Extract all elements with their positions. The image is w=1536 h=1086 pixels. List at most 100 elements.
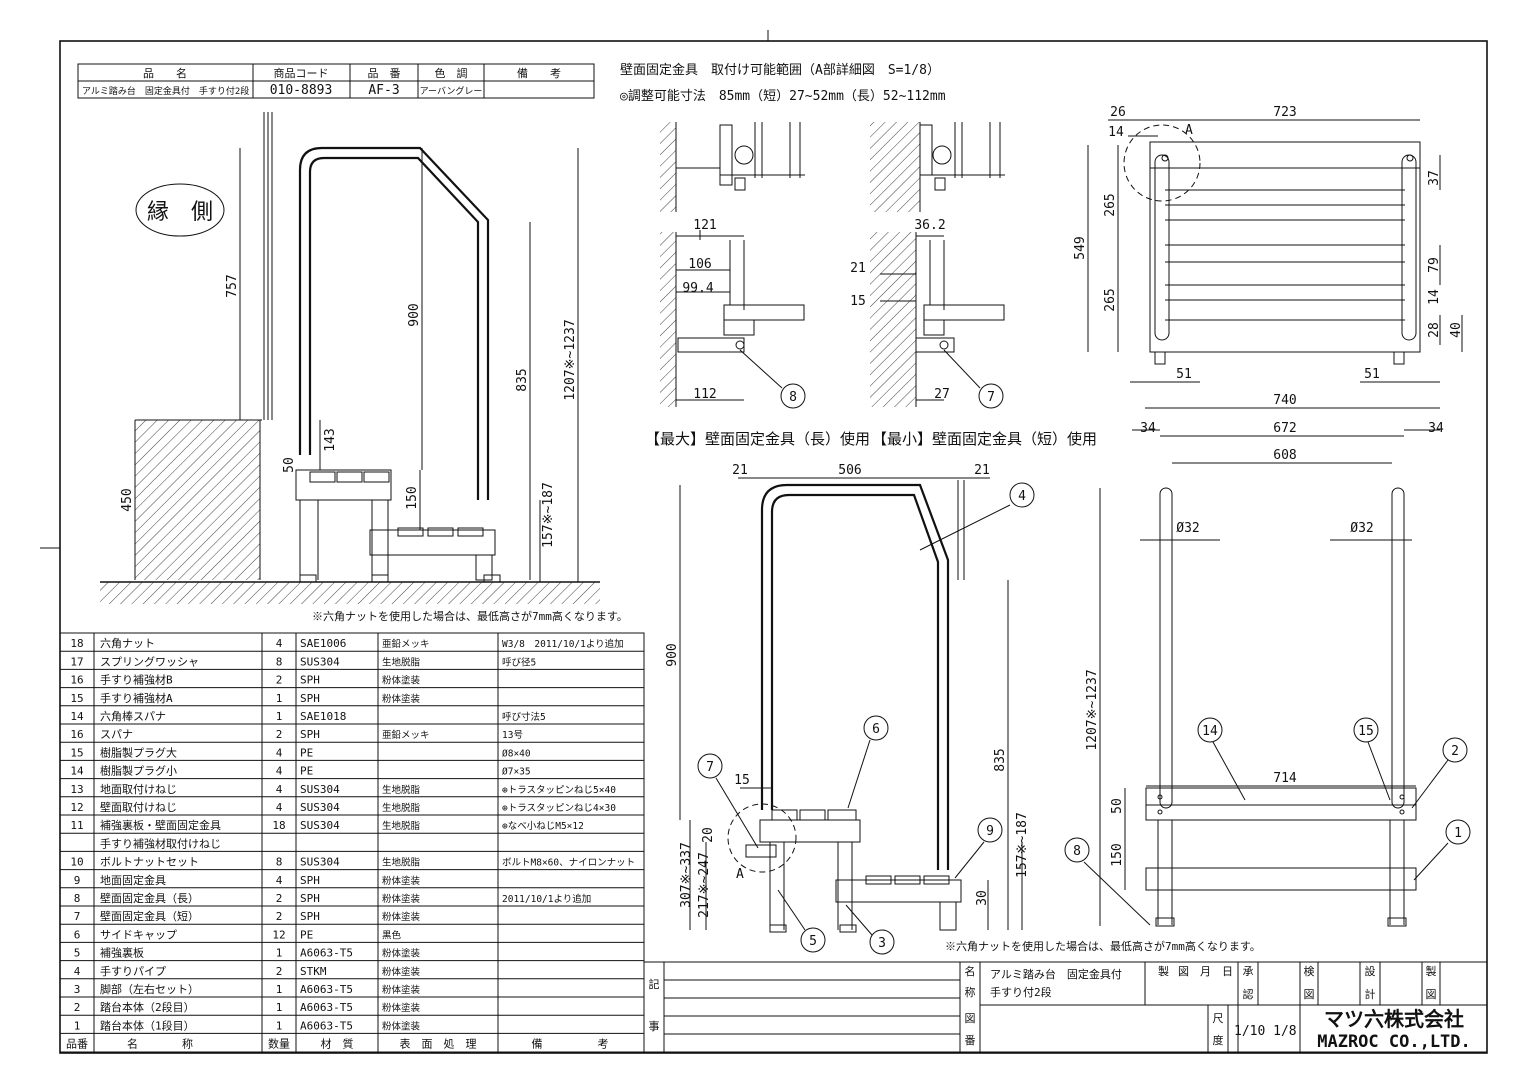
parts-cell-note: ⊕トラスタッピンねじ4×30 <box>502 803 616 814</box>
parts-cell-qty: 1 <box>276 710 283 723</box>
svg-text:6: 6 <box>872 722 880 737</box>
detail-min: 36.2 21 15 27 7 【最小】壁面固定金具（短）使用 <box>850 122 1097 448</box>
svg-text:1207※~1237: 1207※~1237 <box>1085 669 1100 750</box>
parts-cell-no: 10 <box>70 856 83 869</box>
svg-text:900: 900 <box>407 303 422 326</box>
svg-text:79: 79 <box>1427 257 1442 273</box>
front-view: 34 672 34 608 Ø32 Ø32 714 50 150 1207※~1… <box>945 421 1471 953</box>
plan-label-a: A <box>1185 123 1193 138</box>
svg-text:名: 名 <box>965 964 976 978</box>
header-note-1: 壁面固定金具 取付け可能範囲（A部詳細図 S=1/8） <box>620 62 940 78</box>
parts-cell-qty: 4 <box>276 801 283 814</box>
parts-cell-name: 壁面固定金具（長） <box>100 891 199 905</box>
scale-value: 1/10 1/8 <box>1234 1024 1297 1039</box>
svg-text:記: 記 <box>649 977 660 991</box>
parts-cell-no: 14 <box>70 710 84 723</box>
parts-cell-material: SUS304 <box>300 801 340 814</box>
parts-cell-qty: 1 <box>276 947 283 960</box>
svg-text:50: 50 <box>282 457 297 473</box>
parts-cell-qty: 8 <box>276 856 283 869</box>
parts-cell-qty: 2 <box>276 965 283 978</box>
parts-cell-note: ボルトM8×60、ナイロンナット <box>502 858 635 869</box>
title-block: 品 名 商品コード 品 番 色 調 備 考 アルミ踏み台 固定金具付 手すり付2… <box>77 63 595 99</box>
svg-text:14: 14 <box>1427 289 1442 305</box>
svg-text:称: 称 <box>965 985 976 999</box>
svg-text:製: 製 <box>1426 964 1437 978</box>
parts-cell-qty: 4 <box>276 874 283 887</box>
parts-cell-no: 1 <box>74 1019 81 1032</box>
parts-cell-material: SAE1006 <box>300 637 346 650</box>
svg-text:8: 8 <box>1073 844 1081 859</box>
parts-cell-name: 手すりパイプ <box>100 964 166 978</box>
parts-cell-material: SUS304 <box>300 819 340 832</box>
parts-cell-finish: 生地脱脂 <box>382 802 421 814</box>
parts-cell-qty: 1 <box>276 692 283 705</box>
company-name-en: MAZROC CO.,LTD. <box>1317 1032 1471 1052</box>
company-name-jp: マツ六株式会社 <box>1324 1007 1464 1031</box>
parts-cell-finish: 粉体塗装 <box>382 693 421 705</box>
svg-text:112: 112 <box>693 387 716 402</box>
title-header-remarks: 備 考 <box>517 67 561 80</box>
svg-text:計: 計 <box>1365 987 1376 1001</box>
parts-cell-finish: 粉体塗装 <box>382 1020 421 1032</box>
parts-cell-no: 6 <box>74 928 81 941</box>
parts-cell-name: 手すり補強材取付けねじ <box>100 836 221 850</box>
svg-text:51: 51 <box>1364 367 1380 382</box>
svg-text:723: 723 <box>1273 105 1296 120</box>
parts-cell-finish: 生地脱脂 <box>382 656 421 668</box>
parts-cell-material: A6063-T5 <box>300 983 353 996</box>
parts-cell-no: 15 <box>70 692 83 705</box>
parts-footer-label: 名 称 <box>127 1037 193 1051</box>
parts-cell-name: 樹脂製プラグ大 <box>100 745 177 759</box>
parts-cell-finish: 亜鉛メッキ <box>382 729 430 741</box>
svg-text:34: 34 <box>1428 421 1444 436</box>
parts-cell-material: PE <box>300 765 313 778</box>
parts-cell-finish: 亜鉛メッキ <box>382 638 430 650</box>
parts-cell-material: PE <box>300 928 313 941</box>
parts-cell-qty: 1 <box>276 1019 283 1032</box>
center-label-a: A <box>736 867 744 882</box>
parts-cell-note: 呼び径5 <box>502 656 536 668</box>
parts-cell-finish: 粉体塗装 <box>382 1002 421 1014</box>
parts-cell-material: SPH <box>300 874 320 887</box>
svg-text:740: 740 <box>1273 393 1296 408</box>
parts-cell-finish: 黒色 <box>382 929 402 941</box>
parts-cell-qty: 4 <box>276 746 283 759</box>
color-value: アーバングレー <box>420 85 483 97</box>
parts-cell-name: 補強裏板 <box>100 946 144 960</box>
product-code: 010-8893 <box>270 83 333 98</box>
drawing-frame <box>59 40 1488 1054</box>
svg-text:15: 15 <box>850 294 866 309</box>
parts-cell-name: ボルトナットセット <box>100 856 199 869</box>
parts-cell-name: 六角棒スパナ <box>100 709 166 723</box>
parts-cell-no: 2 <box>74 1001 81 1014</box>
parts-cell-name: 地面固定金具 <box>100 873 166 887</box>
svg-text:37: 37 <box>1427 170 1442 186</box>
side-stamp: 縁 側 <box>147 200 213 225</box>
callout-7-min: 7 <box>987 390 995 405</box>
svg-text:150: 150 <box>405 486 420 509</box>
svg-text:150: 150 <box>1110 843 1125 866</box>
svg-text:835: 835 <box>993 748 1008 771</box>
parts-cell-name: 手すり補強材A <box>100 691 173 705</box>
bottom-title-block: 記 事 名 称 アルミ踏み台 固定金具付 手すり付2段 図 番 製 図 月 日 … <box>643 961 1488 1053</box>
svg-text:製: 製 <box>1158 964 1169 978</box>
header-note-2: ◎調整可能寸法 85mm（短）27~52mm（長）52~112mm <box>620 89 946 104</box>
svg-text:20: 20 <box>701 827 716 843</box>
svg-text:21: 21 <box>974 463 990 478</box>
parts-cell-no: 15 <box>70 746 83 759</box>
front-note: ※六角ナットを使用した場合は、最低高さが7mm高くなります。 <box>945 939 1261 953</box>
parts-cell-material: A6063-T5 <box>300 947 353 960</box>
title-header-name: 品 名 <box>143 66 187 80</box>
svg-text:尺: 尺 <box>1213 1012 1224 1025</box>
parts-cell-no: 18 <box>70 637 83 650</box>
parts-cell-name: 手すり補強材B <box>100 673 173 687</box>
parts-cell-note: 2011/10/1より追加 <box>502 893 591 905</box>
parts-cell-note: ⊕トラスタッピンねじ5×40 <box>502 785 616 796</box>
title-header-partno: 品 番 <box>368 67 401 80</box>
parts-cell-note: W3/8 2011/10/1より追加 <box>502 638 624 650</box>
svg-text:7: 7 <box>706 760 714 775</box>
detail-min-caption: 【最小】壁面固定金具（短）使用 <box>872 430 1097 448</box>
